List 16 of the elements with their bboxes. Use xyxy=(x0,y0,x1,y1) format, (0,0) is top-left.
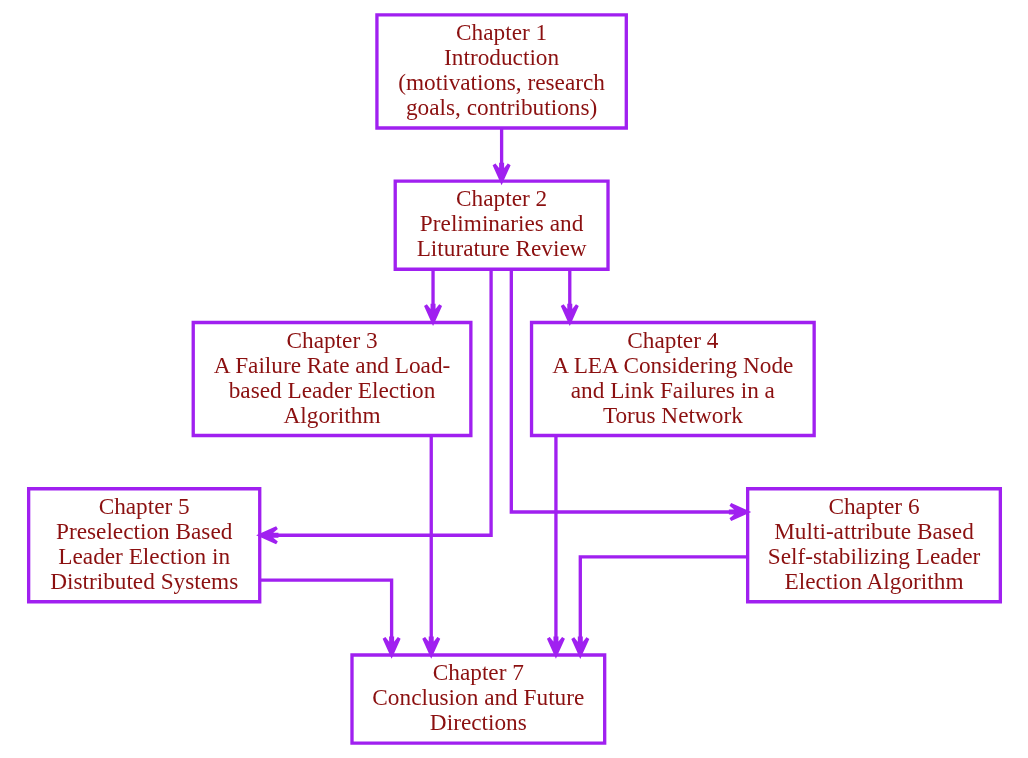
node-box: Chapter 4 A LEA Considering Node and Link Failures in a Torus Network xyxy=(529,320,816,438)
node-box: Chapter 1 Introduction (motivations, research goals, contributions) xyxy=(374,13,628,130)
node-box: Chapter 7 Conclusion and Future Directions xyxy=(349,653,606,745)
node-box: Chapter 5 Preselection Based Leader Election in Distributed Systems xyxy=(26,487,261,604)
node-box: Chapter 2 Preliminaries and Liturature Review xyxy=(393,179,610,271)
node-box: Chapter 3 A Failure Rate and Load-based Leader Election Algorithm xyxy=(191,320,473,438)
arrow xyxy=(560,269,579,324)
arrow xyxy=(259,578,401,657)
arrow xyxy=(491,128,511,183)
arrow xyxy=(423,269,442,324)
arrow xyxy=(546,436,565,657)
node-box: Chapter 6 Multi-attribute Based Self-stabilizing Leader Election Algorithm xyxy=(745,487,1002,604)
arrow xyxy=(421,436,440,657)
arrow xyxy=(509,269,749,522)
arrow xyxy=(570,555,747,657)
arrow xyxy=(258,269,493,545)
